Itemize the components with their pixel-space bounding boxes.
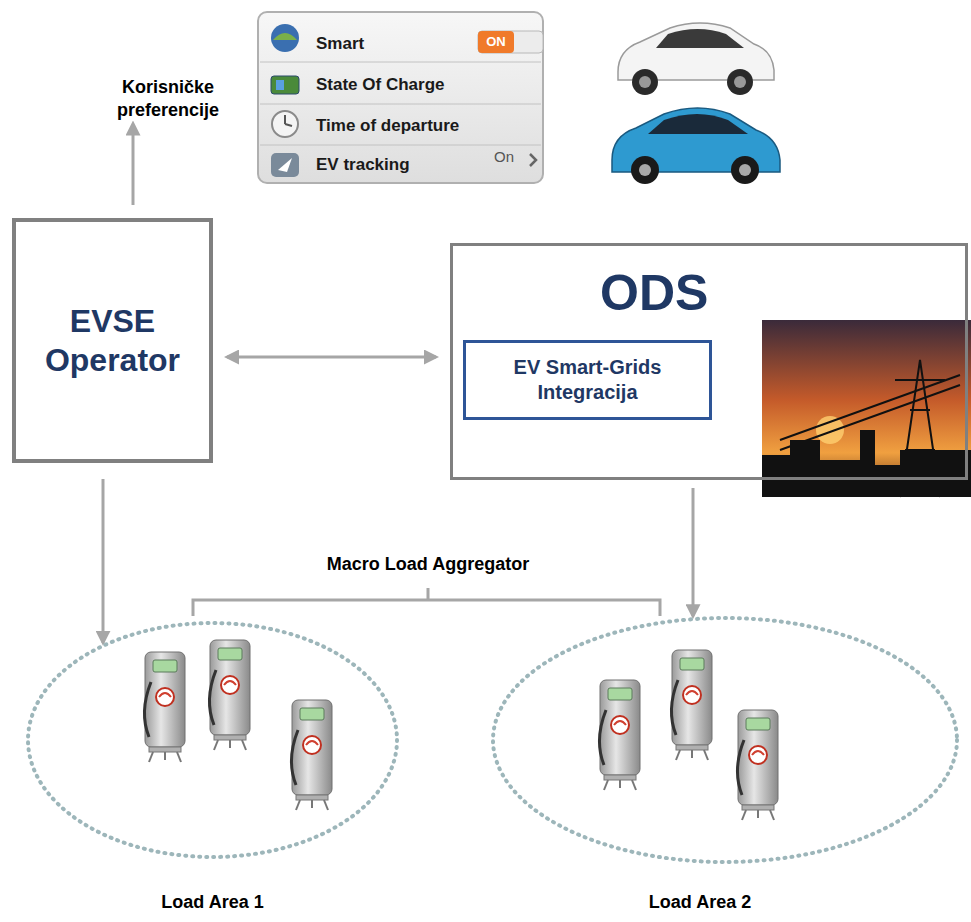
setting-label: Smart [316,34,364,54]
box-title: EVSE Operator [24,302,201,379]
connector-arrow [102,479,105,643]
area-outline [28,623,397,857]
box-text: EV Smart-Grids Integracija [474,355,701,405]
area-label: Load Area 1 [25,892,400,913]
connector-arrow [227,356,436,359]
area-outline [493,618,957,862]
process-box: EV Smart-Grids Integracija [463,340,712,420]
group-label: Macro Load Aggregator [268,553,588,576]
operator-box: ODS EV Smart-Grids Integracija [450,243,968,480]
operator-box: EVSE Operator [12,218,213,463]
load-area: Load Area 1 [25,620,400,860]
area-outline [25,620,400,860]
load-area: Load Area 2 [490,615,960,865]
setting-label: Time of departure [316,116,459,136]
box-title: ODS [600,268,708,318]
setting-label: EV tracking [316,155,410,175]
annotation-label: Korisničke preferencije [88,76,248,121]
settings-panel: Smart ON State Of ChargeTime of departureE… [258,12,543,183]
connector-arrow [692,488,695,616]
area-label: Load Area 2 [490,892,910,913]
setting-label: State Of Charge [316,75,444,95]
area-outline [490,615,960,865]
setting-value: On [494,148,514,165]
toggle-text: ON [478,33,514,51]
